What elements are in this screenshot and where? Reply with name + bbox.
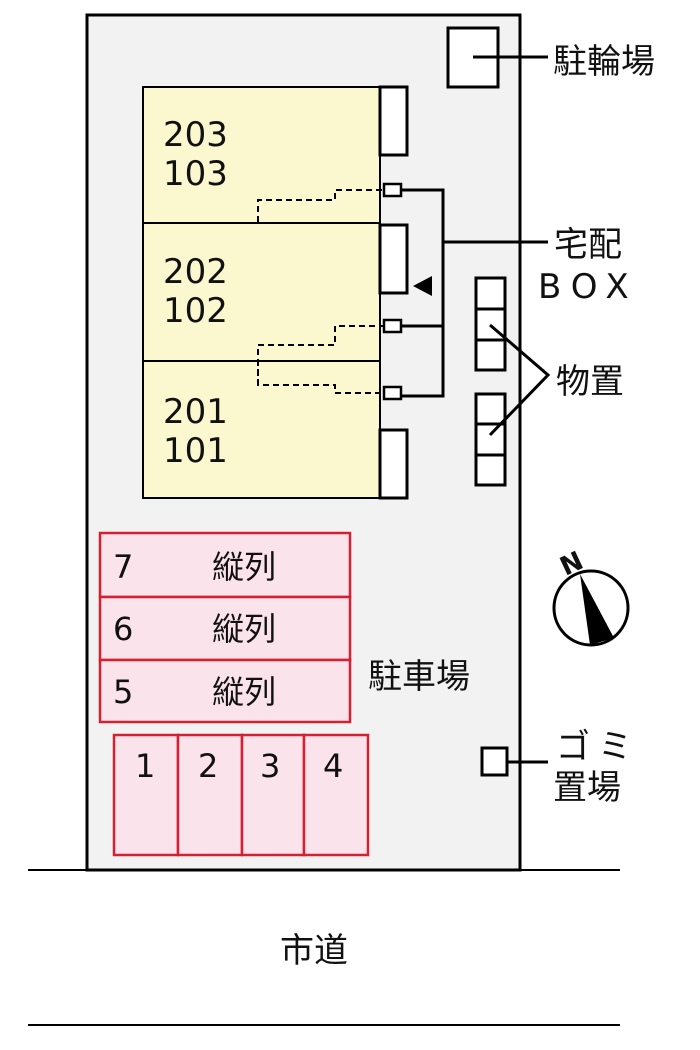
delivery-dashed-lines <box>257 189 384 394</box>
parking-type: 縦列 <box>212 673 276 711</box>
entrance-box <box>378 85 409 157</box>
garbage-area <box>480 746 509 777</box>
parking-slots: 1 2 3 4 <box>112 733 370 857</box>
parking-number: 6 <box>113 610 133 648</box>
north-compass-icon: N <box>552 546 630 647</box>
parking-type: 縦列 <box>212 610 276 648</box>
parking-tandem: 7 縦列 6 縦列 5 縦列 <box>98 531 352 724</box>
delivery-boxes <box>382 182 548 401</box>
entrance-arrow-icon <box>413 276 432 296</box>
unit-number: 203 <box>163 115 228 155</box>
garbage-label: 置場 <box>553 768 621 808</box>
unit-number: 101 <box>163 431 228 471</box>
garbage-label: ゴミ <box>556 727 640 767</box>
bicycle-parking-label: 駐輪場 <box>553 42 655 82</box>
storage-label: 物置 <box>556 362 624 402</box>
delivery-box-label: BOX <box>538 267 639 307</box>
entrance-box <box>378 223 409 295</box>
parking-slot-number: 3 <box>260 747 280 785</box>
parking-slot-number: 2 <box>198 747 218 785</box>
parking-number: 7 <box>113 548 133 586</box>
unit-number: 103 <box>163 154 228 194</box>
parking-label: 駐車場 <box>368 657 470 697</box>
storage-units <box>474 276 551 487</box>
delivery-box-label: 宅配 <box>554 225 622 265</box>
unit-201-101 <box>142 360 381 499</box>
entrance-box <box>378 428 409 500</box>
unit-number: 202 <box>163 252 228 292</box>
parking-slot-number: 1 <box>135 747 155 785</box>
building: 203 103 202 102 201 101 <box>142 85 409 500</box>
unit-number: 102 <box>163 291 228 331</box>
unit-number: 201 <box>163 392 228 432</box>
parking-type: 縦列 <box>212 548 276 586</box>
parking-number: 5 <box>113 673 133 711</box>
parking-slot-number: 4 <box>323 747 343 785</box>
road-label: 市道 <box>280 931 348 971</box>
unit-202-102 <box>142 222 381 362</box>
